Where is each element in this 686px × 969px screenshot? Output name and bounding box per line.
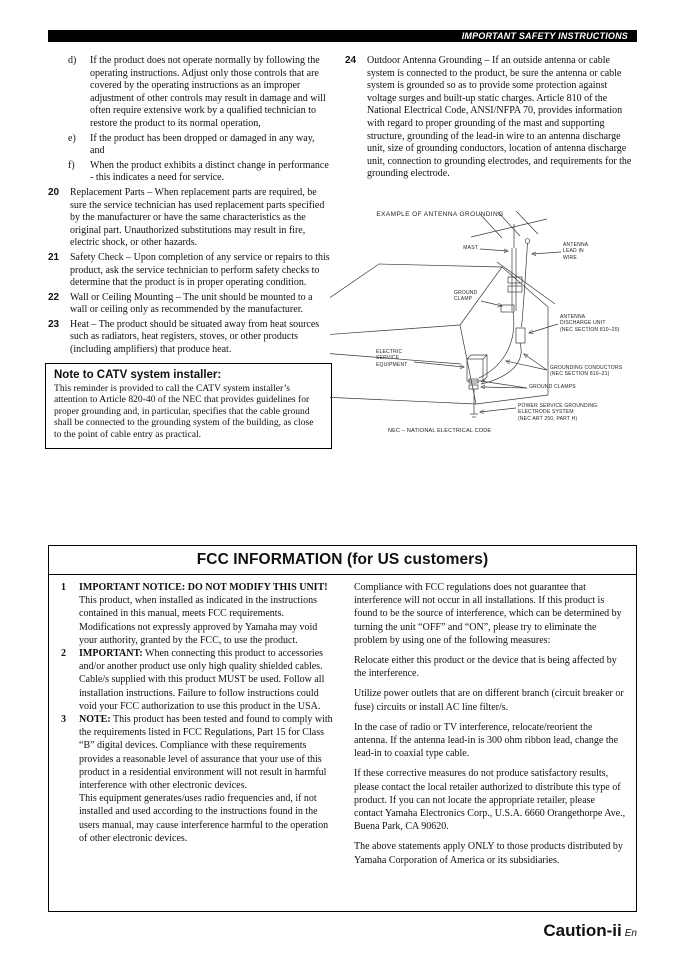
fcc-paragraph: If these corrective measures do not prod…	[354, 768, 626, 833]
footer-language-label: En	[624, 928, 637, 939]
list-item-text: Outdoor Antenna Grounding – If an outsid…	[367, 55, 632, 180]
antenna-grounding-diagram: EXAMPLE OF ANTENNA GROUNDING	[330, 210, 652, 451]
fcc-item-heading: IMPORTANT NOTICE: DO NOT MODIFY THIS UNI…	[79, 582, 328, 593]
list-item-number: 22	[48, 291, 60, 303]
fcc-item-number: 1	[61, 582, 66, 593]
diagram-label-mast: MAST	[463, 244, 478, 251]
fcc-item-number: 2	[61, 648, 66, 660]
fcc-item-heading: IMPORTANT:	[79, 648, 143, 660]
mast-and-antenna	[470, 210, 548, 311]
label-arrows	[413, 249, 562, 412]
diagram-label-ground-clamp: GROUND CLAMP	[454, 289, 478, 303]
diagram-label-electric-service-equipment: ELECTRIC SERVICE EQUIPMENT	[376, 348, 408, 368]
fcc-item: 1 IMPORTANT NOTICE: DO NOT MODIFY THIS U…	[61, 581, 338, 647]
fcc-item-body: IMPORTANT: When connecting this product …	[79, 647, 338, 713]
ground-wire-and-clamps	[468, 378, 479, 418]
catv-note-box: Note to CATV system installer: This remi…	[45, 362, 332, 449]
diagram-label-nec-note: NEC – NATIONAL ELECTRICAL CODE	[388, 427, 492, 434]
list-item-number: 24	[345, 55, 357, 66]
fcc-item-heading: NOTE:	[79, 714, 111, 726]
fcc-item-body: IMPORTANT NOTICE: DO NOT MODIFY THIS UNI…	[79, 581, 338, 647]
list-item: 21 Safety Check – Upon completion of any…	[48, 252, 330, 290]
list-item-letter: d)	[68, 55, 77, 66]
fcc-right-column: Compliance with FCC regulations does not…	[354, 581, 626, 874]
list-item-text: Wall or Ceiling Mounting – The unit shou…	[70, 291, 313, 316]
fcc-information-box: FCC INFORMATION (for US customers) 1 IMP…	[48, 545, 637, 912]
fcc-title-divider	[49, 574, 636, 575]
diagram-label-ground-clamps: GROUND CLAMPS	[529, 383, 576, 390]
list-item-text: If the product has been dropped or damag…	[90, 132, 315, 157]
fcc-item: 3 NOTE: This product has been tested and…	[61, 713, 338, 845]
fcc-item-text: When connecting this product to accessor…	[79, 648, 325, 712]
list-item-text: When the product exhibits a distinct cha…	[90, 159, 329, 184]
electric-service-equipment-box	[466, 354, 488, 382]
antenna-grounding-line-art	[330, 210, 562, 418]
fcc-paragraph: Relocate either this product or the devi…	[354, 655, 617, 680]
fcc-item-body: NOTE: This product has been tested and f…	[79, 713, 338, 845]
two-column-body: d) If the product does not operate norma…	[45, 55, 637, 451]
house-outline	[330, 261, 556, 405]
fcc-columns: 1 IMPORTANT NOTICE: DO NOT MODIFY THIS U…	[49, 575, 636, 874]
grounding-conductor-lines	[478, 311, 522, 385]
fcc-item-text: This equipment generates/uses radio freq…	[79, 793, 329, 844]
fcc-item-text: This product, when installed as indicate…	[79, 595, 318, 646]
fcc-paragraph: Utilize power outlets that are on differ…	[354, 688, 624, 713]
fcc-item: 2 IMPORTANT: When connecting this produc…	[61, 647, 338, 713]
left-column: d) If the product does not operate norma…	[45, 55, 332, 451]
antenna-discharge-unit-box	[515, 327, 526, 344]
list-item: 23 Heat – The product should be situated…	[48, 319, 330, 357]
fcc-title: FCC INFORMATION (for US customers)	[196, 551, 489, 568]
diagram-label-antenna-lead-in-wire: ANTENNA LEAD IN WIRE	[563, 241, 589, 261]
list-item-number: 21	[48, 251, 60, 263]
list-item: f) When the product exhibits a distinct …	[48, 160, 330, 185]
fcc-paragraph: Compliance with FCC regulations does not…	[354, 582, 622, 646]
page-header-bar: IMPORTANT SAFETY INSTRUCTIONS	[48, 30, 637, 42]
right-column: 24 Outdoor Antenna Grounding – If an out…	[330, 55, 637, 451]
list-item: 24 Outdoor Antenna Grounding – If an out…	[345, 55, 637, 181]
list-item-text: Heat – The product should be situated aw…	[70, 318, 320, 356]
catv-note-title: Note to CATV system installer:	[54, 368, 222, 381]
list-item: e) If the product has been dropped or da…	[48, 133, 330, 158]
list-item-text: If the product does not operate normally…	[90, 55, 326, 129]
list-item-letter: e)	[68, 132, 76, 144]
fcc-item-number: 3	[61, 714, 66, 726]
antenna-lead-in-wire-line	[521, 243, 528, 327]
diagram-label-antenna-discharge-unit: ANTENNA DISCHARGE UNIT (NEC SECTION 810–…	[560, 313, 620, 333]
list-item: 20 Replacement Parts – When replacement …	[48, 187, 330, 250]
list-item-letter: f)	[68, 159, 75, 171]
page-header-title: IMPORTANT SAFETY INSTRUCTIONS	[461, 31, 628, 41]
diagram-label-power-service-grounding: POWER SERVICE GROUNDING ELECTRODE SYSTEM…	[518, 402, 598, 422]
list-item-number: 20	[48, 186, 60, 198]
footer-caution-label: Caution-ii	[543, 921, 622, 940]
list-item-text: Replacement Parts – When replacement par…	[70, 186, 325, 249]
catv-note-body: This reminder is provided to call the CA…	[54, 382, 314, 441]
diagram-label-grounding-conductors: GROUNDING CONDUCTORS (NEC SECTION 810–21…	[550, 364, 623, 378]
list-item: 22 Wall or Ceiling Mounting – The unit s…	[48, 292, 330, 317]
fcc-item-text: This product has been tested and found t…	[79, 714, 333, 792]
fcc-paragraph: The above statements apply ONLY to those…	[354, 841, 623, 866]
list-item-text: Safety Check – Upon completion of any se…	[70, 251, 330, 289]
diagram-caption: EXAMPLE OF ANTENNA GROUNDING	[376, 210, 504, 218]
fcc-left-column: 1 IMPORTANT NOTICE: DO NOT MODIFY THIS U…	[61, 581, 338, 874]
list-item-number: 23	[48, 318, 60, 330]
list-item: d) If the product does not operate norma…	[48, 55, 330, 131]
mast-clamps	[500, 276, 523, 313]
fcc-paragraph: In the case of radio or TV interference,…	[354, 721, 619, 760]
